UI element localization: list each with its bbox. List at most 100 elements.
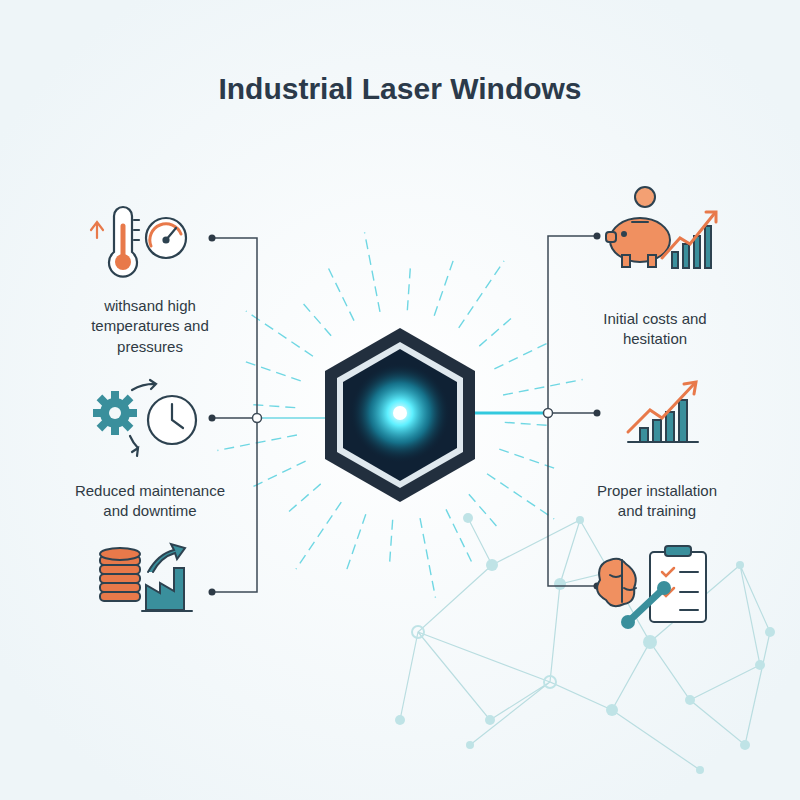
- cost-savings-icon: [100, 548, 140, 560]
- maintenance-icon: [130, 436, 138, 456]
- network-dots: [576, 516, 584, 524]
- network-dots: [696, 766, 704, 774]
- cost-savings-icon: [100, 548, 140, 601]
- training-icon: [597, 559, 636, 607]
- network-dots: [412, 626, 424, 638]
- light-ray: [407, 265, 410, 310]
- growth-chart-icon: [640, 400, 687, 442]
- piggy-bank-icon: [632, 221, 648, 223]
- feature-label: Reduced maintenance and downtime: [68, 481, 233, 522]
- training-icon: [621, 615, 635, 629]
- maintenance-icon: [172, 404, 183, 428]
- right-dots: [594, 233, 601, 590]
- light-ray: [446, 509, 474, 566]
- maintenance-icon: [93, 380, 196, 456]
- growth-chart-icon: [628, 441, 698, 443]
- right-dots: [594, 233, 601, 240]
- network-dots: [395, 513, 775, 774]
- gear-tooth: [111, 425, 119, 435]
- left-bracket: [212, 238, 257, 592]
- piggy-bank-icon: [672, 226, 711, 268]
- laser-window-hexagon: [350, 363, 450, 463]
- network-dots: [755, 660, 765, 670]
- network-dots: [485, 715, 495, 725]
- cost-savings-icon: [100, 574, 140, 583]
- maintenance-icon: [93, 391, 137, 435]
- cost-savings-icon: [142, 610, 192, 612]
- maintenance-icon: [109, 407, 121, 419]
- piggy-bank-icon: [610, 218, 670, 262]
- growth-chart-icon: [640, 428, 648, 442]
- light-ray: [469, 494, 499, 528]
- light-ray: [345, 514, 366, 574]
- light-ray: [505, 422, 550, 425]
- growth-chart-icon: [628, 384, 694, 432]
- piggy-bank-icon: [662, 214, 714, 258]
- light-ray: [494, 341, 551, 369]
- piggy-bank-icon: [622, 232, 626, 236]
- light-ray: [479, 317, 513, 347]
- light-ray: [420, 518, 435, 598]
- training-icon: [657, 581, 671, 595]
- temperature-pressure-icon: [164, 238, 169, 243]
- piggy-bank-icon: [672, 252, 678, 268]
- gear-tooth: [121, 419, 134, 432]
- network-dots: [606, 704, 618, 716]
- cost-savings-icon: [100, 592, 140, 601]
- left-dots: [209, 589, 216, 596]
- piggy-bank-icon: [635, 187, 655, 207]
- temperature-pressure-icon: [91, 222, 103, 238]
- left-dots: [209, 235, 216, 596]
- temperature-pressure-icon: [91, 207, 186, 277]
- laser-window-hexagon: [393, 406, 407, 420]
- growth-chart-icon: [628, 382, 698, 442]
- light-ray: [487, 474, 554, 519]
- light-ray: [434, 256, 455, 316]
- light-ray: [302, 302, 332, 336]
- network-dots: [466, 741, 474, 749]
- diagram-title: Industrial Laser Windows: [0, 72, 800, 106]
- cost-savings-icon: [100, 565, 140, 574]
- network-dots: [486, 559, 498, 571]
- piggy-bank-icon: [606, 232, 616, 242]
- network-dots: [463, 513, 473, 523]
- light-ray: [503, 380, 583, 395]
- piggy-bank-icon: [683, 244, 689, 268]
- left-dots: [209, 415, 216, 422]
- light-ray: [365, 232, 380, 312]
- temperature-pressure-icon: [146, 218, 186, 258]
- cost-savings-icon: [148, 544, 185, 572]
- junction: [253, 414, 262, 423]
- light-ray: [390, 520, 393, 565]
- light-ray: [296, 502, 341, 569]
- piggy-bank-icon: [648, 255, 656, 267]
- training-icon: [650, 552, 706, 622]
- network-dots: [544, 676, 556, 688]
- network-dots: [685, 695, 695, 705]
- maintenance-icon: [132, 380, 156, 390]
- piggy-bank-icon: [694, 236, 700, 268]
- gear-tooth: [97, 395, 110, 408]
- temperature-pressure-icon: [121, 226, 126, 258]
- piggy-bank-icon: [622, 255, 630, 267]
- light-ray: [459, 261, 504, 328]
- laser-window-hexagon: [325, 328, 475, 502]
- light-ray: [326, 264, 354, 321]
- temperature-pressure-icon: [150, 224, 181, 246]
- network-dots: [740, 740, 750, 750]
- light-ray: [241, 360, 301, 381]
- light-ray: [246, 311, 313, 356]
- network-dots: [736, 561, 744, 569]
- network-dots: [554, 578, 566, 590]
- network-dots: [765, 627, 775, 637]
- network-background: [400, 518, 770, 770]
- left-dots: [209, 235, 216, 242]
- growth-chart-icon: [679, 400, 687, 442]
- left-bracket: [212, 238, 335, 592]
- light-ray: [287, 484, 321, 514]
- training-icon: [680, 572, 698, 610]
- gear-tooth: [97, 419, 110, 432]
- piggy-bank-icon: [705, 226, 711, 268]
